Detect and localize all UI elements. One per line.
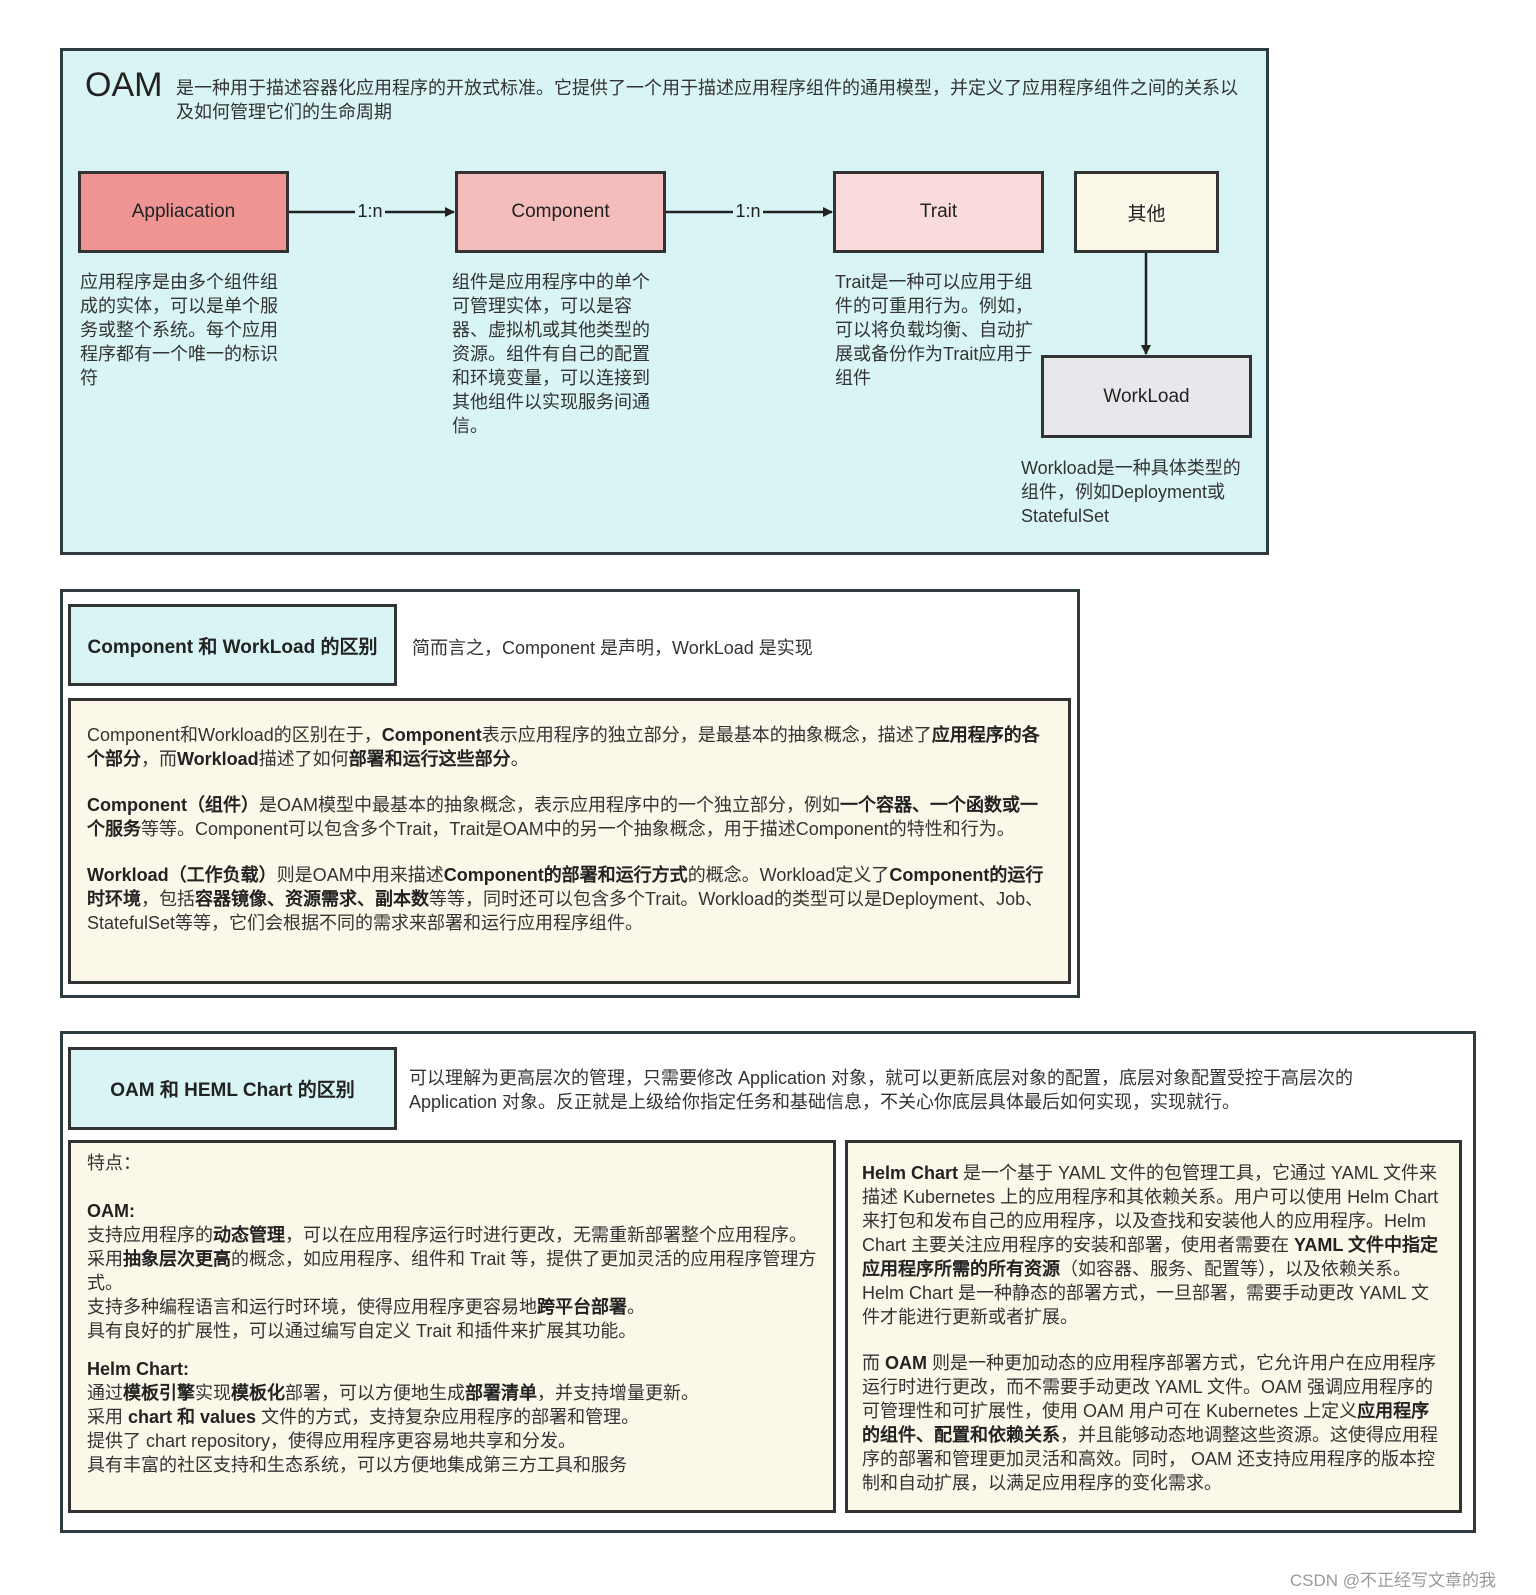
component-node: Component [455, 171, 666, 253]
edge-label-component-trait: 1:n [733, 201, 763, 222]
oam-features-label: OAM: [87, 1201, 135, 1221]
features-label: 特点： [87, 1153, 141, 1173]
helm-features-label: Helm Chart: [87, 1359, 190, 1379]
application-description: 应用程序是由多个组件组成的实体，可以是单个服务或整个系统。每个应用程序都有一个唯… [80, 272, 278, 388]
oam-title: OAM [85, 66, 163, 104]
watermark: CSDN @不正经写文章的我 [1289, 1571, 1496, 1590]
oam-panel [60, 48, 1269, 555]
workload-node: WorkLoad [1041, 355, 1252, 438]
oam-paragraph: 而 OAM 则是一种更加动态的应用程序部署方式，它允许用户在应用程序运行时进行更… [862, 1353, 1438, 1493]
trait-node: Trait [833, 171, 1044, 253]
trait-description: Trait是一种可以应用于组件的可重用行为。例如，可以将负载均衡、自动扩展或备份… [835, 272, 1033, 388]
oam-intro: 是一种用于描述容器化应用程序的开放式标准。它提供了一个用于描述应用程序组件的通用… [176, 78, 1238, 122]
helm-feature-2: 采用 chart 和 values 文件的方式，支持复杂应用程序的部署和管理。 [87, 1407, 640, 1427]
oam-helm-summary: 可以理解为更高层次的管理，只需要修改 Application 对象，就可以更新底… [409, 1068, 1354, 1112]
helm-chart-paragraph: Helm Chart 是一个基于 YAML 文件的包管理工具，它通过 YAML … [862, 1163, 1439, 1327]
oam-helm-comparison: Helm Chart 是一个基于 YAML 文件的包管理工具，它通过 YAML … [845, 1140, 1462, 1513]
oam-helm-features: 特点： OAM: 支持应用程序的动态管理，可以在应用程序运行时进行更改，无需重新… [68, 1140, 836, 1513]
oam-helm-header: OAM 和 HEML Chart 的区别 [68, 1047, 397, 1130]
cw-paragraph-2: Component（组件）是OAM模型中最基本的抽象概念，表示应用程序中的一个独… [87, 795, 1038, 839]
oam-feature-4: 具有良好的扩展性，可以通过编写自定义 Trait 和插件来扩展其功能。 [87, 1321, 637, 1341]
oam-feature-1: 支持应用程序的动态管理，可以在应用程序运行时进行更改，无需重新部署整个应用程序。 [87, 1225, 807, 1245]
component-description: 组件是应用程序中的单个可管理实体，可以是容器、虚拟机或其他类型的资源。组件有自己… [452, 272, 650, 436]
other-node: 其他 [1074, 171, 1219, 253]
helm-feature-3: 提供了 chart repository，使得应用程序更容易地共享和分发。 [87, 1431, 577, 1451]
component-workload-details: Component和Workload的区别在于，Component表示应用程序的… [68, 698, 1071, 984]
cw-paragraph-1: Component和Workload的区别在于，Component表示应用程序的… [87, 725, 1040, 769]
component-workload-summary: 简而言之，Component 是声明，WorkLoad 是实现 [412, 638, 813, 658]
edge-label-app-component: 1:n [355, 201, 385, 222]
oam-feature-3: 支持多种编程语言和运行时环境，使得应用程序更容易地跨平台部署。 [87, 1297, 645, 1317]
oam-feature-2: 采用抽象层次更高的概念，如应用程序、组件和 Trait 等，提供了更加灵活的应用… [87, 1249, 817, 1293]
cw-paragraph-3: Workload（工作负载）则是OAM中用来描述Component的部署和运行方… [87, 865, 1044, 933]
helm-feature-1: 通过模板引擎实现模板化部署，可以方便地生成部署清单，并支持增量更新。 [87, 1383, 699, 1403]
component-workload-header: Component 和 WorkLoad 的区别 [68, 604, 397, 686]
helm-feature-4: 具有丰富的社区支持和生态系统，可以方便地集成第三方工具和服务 [87, 1455, 627, 1475]
application-node: Appliacation [78, 171, 289, 253]
workload-description: Workload是一种具体类型的组件，例如Deployment或Stateful… [1021, 458, 1241, 526]
